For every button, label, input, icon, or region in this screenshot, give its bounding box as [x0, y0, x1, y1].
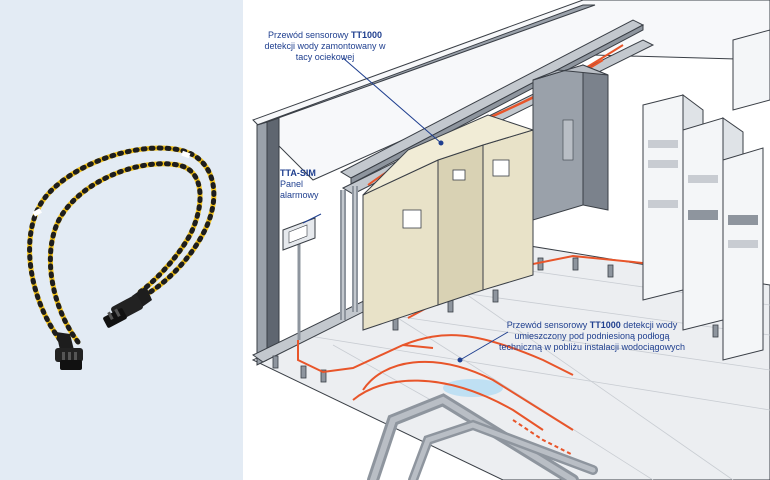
- product-name: TT1000: [589, 320, 621, 330]
- server-room-diagram: [243, 0, 770, 480]
- callout-tray-sensor: Przewód sensorowy TT1000 detekcji wody z…: [255, 30, 395, 63]
- water-puddle-icon: [443, 379, 503, 397]
- product-name: TT1000: [351, 30, 383, 40]
- sensor-cable-product: [27, 145, 217, 370]
- product-panel: [0, 0, 243, 480]
- callout-floor-sensor: Przewód sensorowy TT1000 detekcji wody u…: [497, 320, 687, 353]
- panel-title: TTA-SIM: [280, 168, 316, 178]
- callout-text: Przewód sensorowy: [267, 30, 351, 40]
- connector-icon: [103, 286, 152, 328]
- server-room-illustration: [251, 0, 770, 480]
- callout-text: detekcji wody umieszczony pod podniesion…: [498, 320, 686, 352]
- server-racks: [642, 29, 770, 361]
- connector-icon: [55, 332, 83, 370]
- grey-cabinet: [532, 64, 609, 221]
- callout-leaders: [342, 57, 509, 363]
- callout-alarm-panel: TTA-SIM Panel alarmowy: [280, 168, 340, 201]
- callout-text: detekcji wody zamontowany w tacy ociekow…: [264, 41, 386, 62]
- alarm-panel-icon: [282, 213, 322, 340]
- panel-subtitle: Panel alarmowy: [280, 179, 319, 200]
- callout-text: Przewód sensorowy: [506, 320, 590, 330]
- cooling-cabinets: [362, 114, 535, 331]
